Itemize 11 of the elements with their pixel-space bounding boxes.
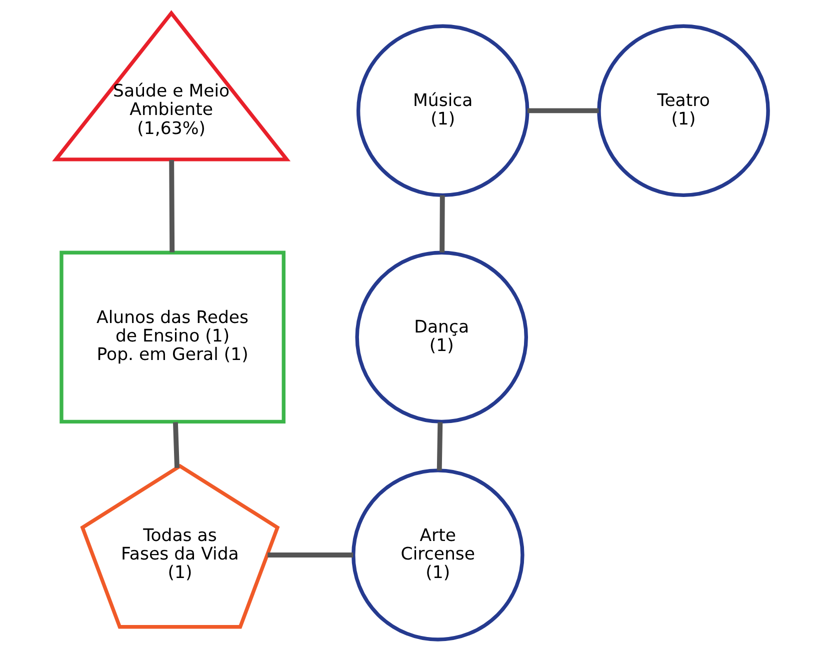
node-circle: Dança (1): [355, 250, 528, 424]
connector: [169, 160, 175, 252]
connector: [172, 422, 180, 468]
connector: [527, 108, 599, 114]
connector: [268, 552, 354, 558]
node-circle: Teatro (1): [597, 24, 770, 198]
node-box: Alunos das Redes de Ensino (1) Pop. em Geral (1): [60, 250, 286, 424]
node-circle: Música (1): [356, 24, 530, 198]
connector: [436, 422, 443, 470]
node-circle: Arte Circense (1): [352, 468, 524, 642]
connector: [440, 195, 445, 252]
